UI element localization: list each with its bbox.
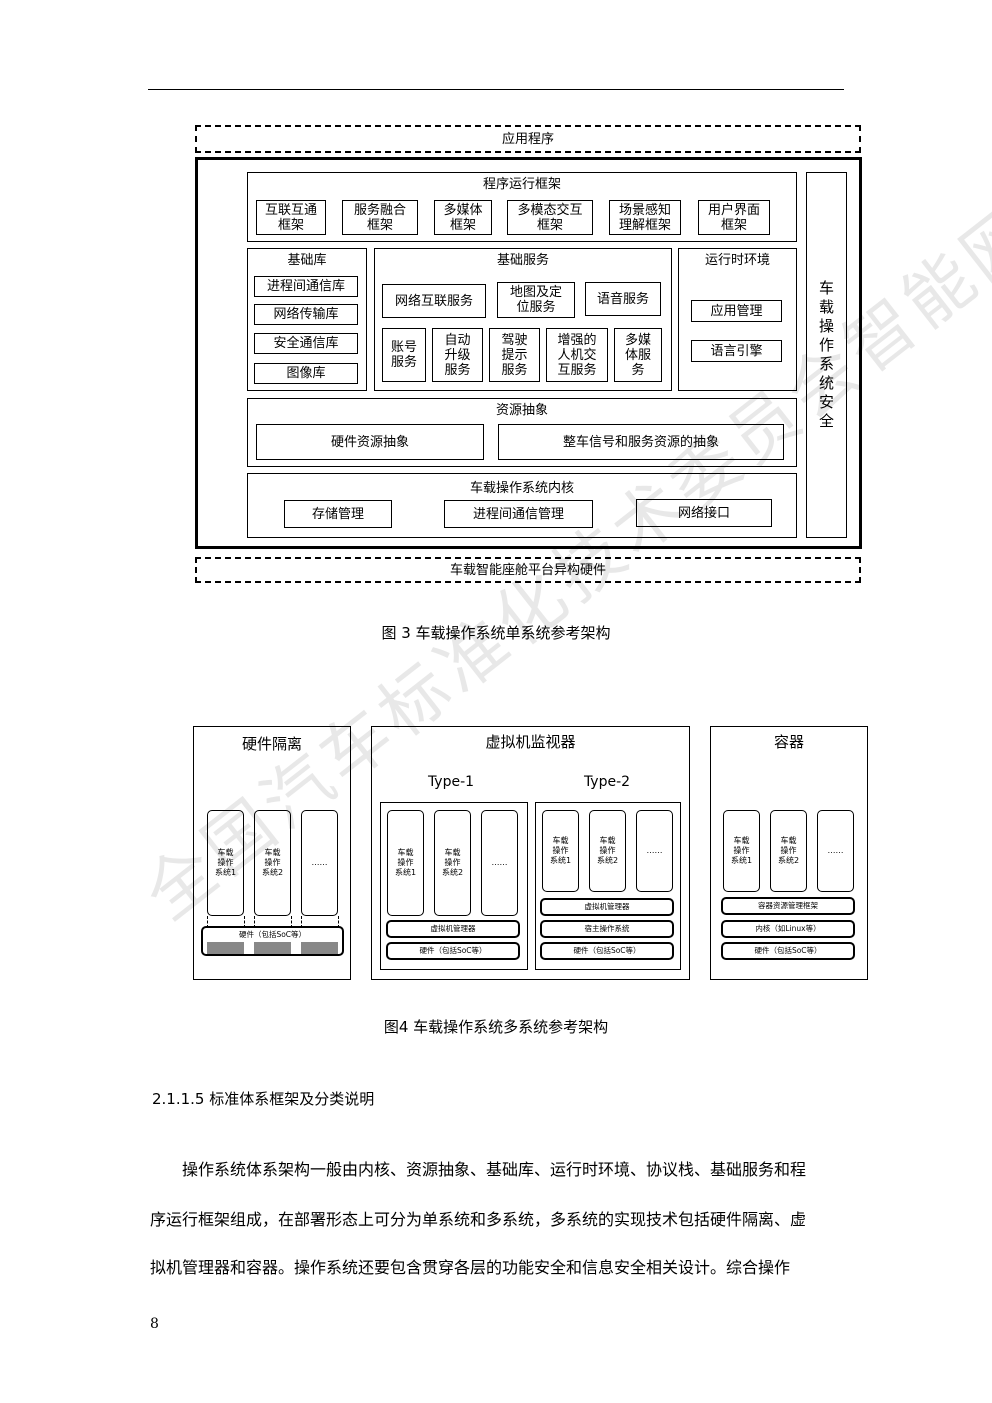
partition-line [254,916,255,928]
hw-isolation-hardware-label: 硬件（包括SoC等） [238,930,307,939]
app-layer-label: 应用程序 [501,131,554,147]
paragraph-line: 序运行框架组成，在部署形态上可分为单系统和多系统，多系统的实现技术包括硬件隔离、… [150,1210,807,1229]
app-layer: 应用程序 [195,125,861,153]
resource-item: 硬件资源抽象 [256,424,484,460]
service-item: 语音服务 [585,282,661,316]
security-label: 车载操作系统安全 [818,279,834,430]
figure4-caption: 图4 车载操作系统多系统参考架构 [383,1018,609,1036]
library-item: 网络传输库 [254,304,358,325]
service-item: 账号 服务 [382,328,426,382]
runtime-title: 运行时环境 [704,253,770,268]
framework-item: 多模态交互 框架 [507,200,593,235]
layer-box: 虚拟机管理器 [386,920,520,938]
hardware-partition [207,942,244,954]
layer-box: 容器资源管理框架 [721,897,855,915]
section-heading: 2.1.1.5 标准体系框架及分类说明 [152,1090,375,1108]
library-item: 安全通信库 [254,333,358,354]
framework-item: 互联互通 框架 [256,200,326,235]
figure3-caption: 图 3 车载操作系统单系统参考架构 [381,624,611,642]
service-item: 地图及定 位服务 [497,282,575,318]
partition-line [338,916,339,928]
os-box: …… [481,810,518,916]
layer-box: 内核（如Linux等） [721,920,855,938]
os-box: 车载 操作 系统1 [542,810,579,892]
runtime-item: 应用管理 [691,300,782,322]
container-title: 容器 [773,733,804,751]
kernel-title: 车载操作系统内核 [469,481,574,496]
hardware-partition [254,942,291,954]
security-column: 车载操作系统安全 [806,172,847,538]
os-box: …… [817,810,854,892]
paragraph-line: 操作系统体系架构一般由内核、资源抽象、基础库、运行时环境、协议栈、基础服务和程 [182,1160,807,1179]
hardware-layer: 车载智能座舱平台异构硬件 [195,557,861,583]
page-number: 8 [150,1316,159,1332]
service-item: 驾驶 提示 服务 [489,328,540,382]
layer-box: 硬件（包括SoC等） [721,942,855,960]
os-frame [195,157,862,549]
service-item: 网络互联服务 [382,284,486,318]
hardware-layer-label: 车载智能座舱平台异构硬件 [449,562,606,578]
partition-line [291,916,292,928]
kernel-item: 存储管理 [284,500,392,528]
paragraph-line: 拟机管理器和容器。操作系统还要包含贯穿各层的功能安全和信息安全相关设计。综合操作 [150,1258,791,1277]
service-item: 多媒 体服 务 [614,328,662,382]
partition-line [301,916,302,928]
service-item: 增强的 人机交 互服务 [546,328,608,382]
os-box: 车载 操作 系统1 [207,810,244,916]
resource-item: 整车信号和服务资源的抽象 [498,424,784,460]
hypervisor-title: 虚拟机监视器 [485,733,576,751]
type2-label: Type-2 [583,774,631,790]
os-box: 车载 操作 系统2 [589,810,626,892]
resource-title: 资源抽象 [495,403,548,418]
service-item: 自动 升级 服务 [432,328,483,382]
os-box: 车载 操作 系统2 [254,810,291,916]
os-box: …… [301,810,338,916]
library-title: 基础库 [287,253,327,268]
runtime-item: 语言引擎 [691,340,782,362]
library-item: 图像库 [254,363,358,384]
kernel-item: 网络接口 [636,499,772,527]
layer-box: 宿主操作系统 [540,920,674,938]
partition-line [244,916,245,928]
os-box: 车载 操作 系统1 [387,810,424,916]
framework-title: 程序运行框架 [482,177,561,192]
header-rule [148,89,844,90]
framework-item: 多媒体 框架 [434,200,492,235]
kernel-item: 进程间通信管理 [444,500,593,528]
os-box: 车载 操作 系统1 [723,810,760,892]
layer-box: 硬件（包括SoC等） [386,942,520,960]
hw-isolation-title: 硬件隔离 [241,735,302,753]
services-title: 基础服务 [496,253,549,268]
os-box: 车载 操作 系统2 [770,810,807,892]
layer-box: 虚拟机管理器 [540,898,674,916]
library-item: 进程间通信库 [254,276,358,297]
type1-label: Type-1 [427,774,475,790]
framework-item: 服务融合 框架 [342,200,418,235]
os-box: …… [636,810,673,892]
layer-box: 硬件（包括SoC等） [540,942,674,960]
framework-item: 场景感知 理解框架 [609,200,681,235]
os-box: 车载 操作 系统2 [434,810,471,916]
partition-line [207,916,208,928]
framework-item: 用户界面 框架 [698,200,770,235]
hardware-partition [301,942,338,954]
